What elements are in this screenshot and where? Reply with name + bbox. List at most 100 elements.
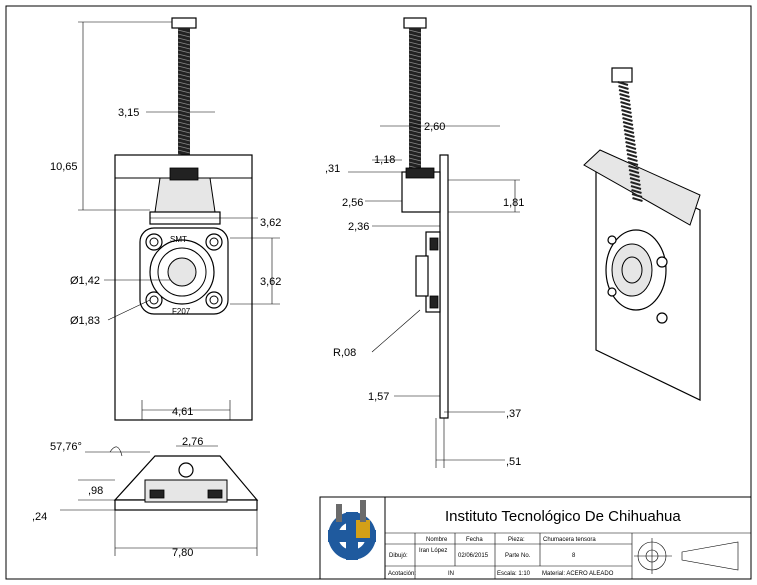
thread-line [625,145,637,150]
isometric-view [583,67,701,401]
front-view: SMT F207 10,65 3,15 3,62 3,62 Ø1,42 Ø1,8… [50,17,281,421]
thread-line [177,97,191,102]
dim-side-radius: R,08 [333,347,356,359]
thread-line [177,113,191,118]
dim-bolt-offset: 3,15 [118,107,139,119]
iso-bracket [583,149,701,226]
thread-line [177,33,191,38]
thread-line [408,149,422,154]
thread-line [619,93,630,98]
dim-base: 4,61 [172,406,193,418]
thread-line [177,77,191,82]
dim-angle: 57,76° [50,441,82,453]
dim-top-b: ,98 [88,485,103,497]
svg-text:IN: IN [448,571,454,577]
thread-line [408,57,422,62]
svg-text:Escala: 1:10: Escala: 1:10 [497,571,531,577]
svg-text:Fecha: Fecha [466,537,483,543]
thread-line [408,89,422,94]
dim-side-a: 2,60 [424,121,445,133]
dim-bore: Ø1,42 [70,275,100,287]
dim-side-h: ,37 [506,408,521,420]
thread-line [408,53,422,58]
thread-line [177,81,191,86]
thread-line [619,97,631,102]
thread-line [620,105,632,110]
thread-line [408,117,422,122]
thread-line [408,161,422,166]
thread-line [408,109,422,114]
thread-line [408,97,422,102]
thread-line [177,145,191,150]
thread-line [408,77,422,82]
thread-line [622,121,634,126]
thread-line [408,105,422,110]
svg-text:Iran López: Iran López [419,548,447,554]
thread-line [623,125,634,130]
svg-text:Parte No.: Parte No. [505,553,531,559]
institution-logo [328,500,376,560]
thread-line [177,29,191,34]
svg-text:8: 8 [572,553,576,559]
bolt-head [171,17,197,29]
thread-line [408,133,422,138]
thread-line [177,41,191,46]
thread-line [177,85,191,90]
thread-line [408,121,422,126]
thread-line [408,61,422,66]
side-bolt-thread [408,29,422,170]
thread-line [618,89,630,94]
institution-name: Instituto Tecnológico De Chihuahua [445,508,681,525]
bracket [154,177,216,213]
dim-side-i: ,51 [506,456,521,468]
thread-line [626,153,638,158]
thread-line [408,69,422,74]
thread-line [408,153,422,158]
iso-bolt-thread [617,81,643,202]
thread-line [177,109,191,114]
thread-line [177,141,191,146]
svg-text:Material: ACERO ALEADO: Material: ACERO ALEADO [542,571,614,577]
thread-line [617,81,629,86]
thread-line [177,49,191,54]
thread-line [408,85,422,90]
thread-line [177,45,191,50]
bearing-model-label: F207 [172,307,191,316]
thread-line [621,109,632,114]
thread-line [628,165,639,170]
thread-line [629,173,640,178]
dim-top-width: 7,80 [172,547,193,559]
dim-outer: Ø1,83 [70,315,100,327]
svg-text:Dibujó:: Dibujó: [389,553,408,559]
thread-line [177,73,191,78]
thread-line [408,49,422,54]
thread-line [408,113,422,118]
thread-line [177,89,191,94]
thread-line [177,57,191,62]
svg-text:Nombre: Nombre [426,537,448,543]
thread-line [408,137,422,142]
thread-line [408,37,422,42]
dim-top-c: ,24 [32,511,47,523]
thread-line [177,125,191,130]
bearing-bore [167,257,197,287]
thread-line [177,69,191,74]
thread-line [626,149,637,154]
thread-line [408,145,422,150]
title-block: Instituto Tecnológico De Chihuahua Nombr… [319,496,752,580]
thread-line [408,41,422,46]
dim-top-a: 2,76 [182,436,203,448]
thread-line [630,185,642,190]
dim-side-g: 1,57 [368,391,389,403]
thread-line [177,61,191,66]
thread-line [177,133,191,138]
thread-line [625,141,636,146]
thread-line [624,133,635,138]
thread-line [623,129,635,134]
thread-line [177,105,191,110]
side-plate [439,154,449,419]
thread-line [408,45,422,50]
thread-line [408,73,422,78]
thread-line [408,65,422,70]
